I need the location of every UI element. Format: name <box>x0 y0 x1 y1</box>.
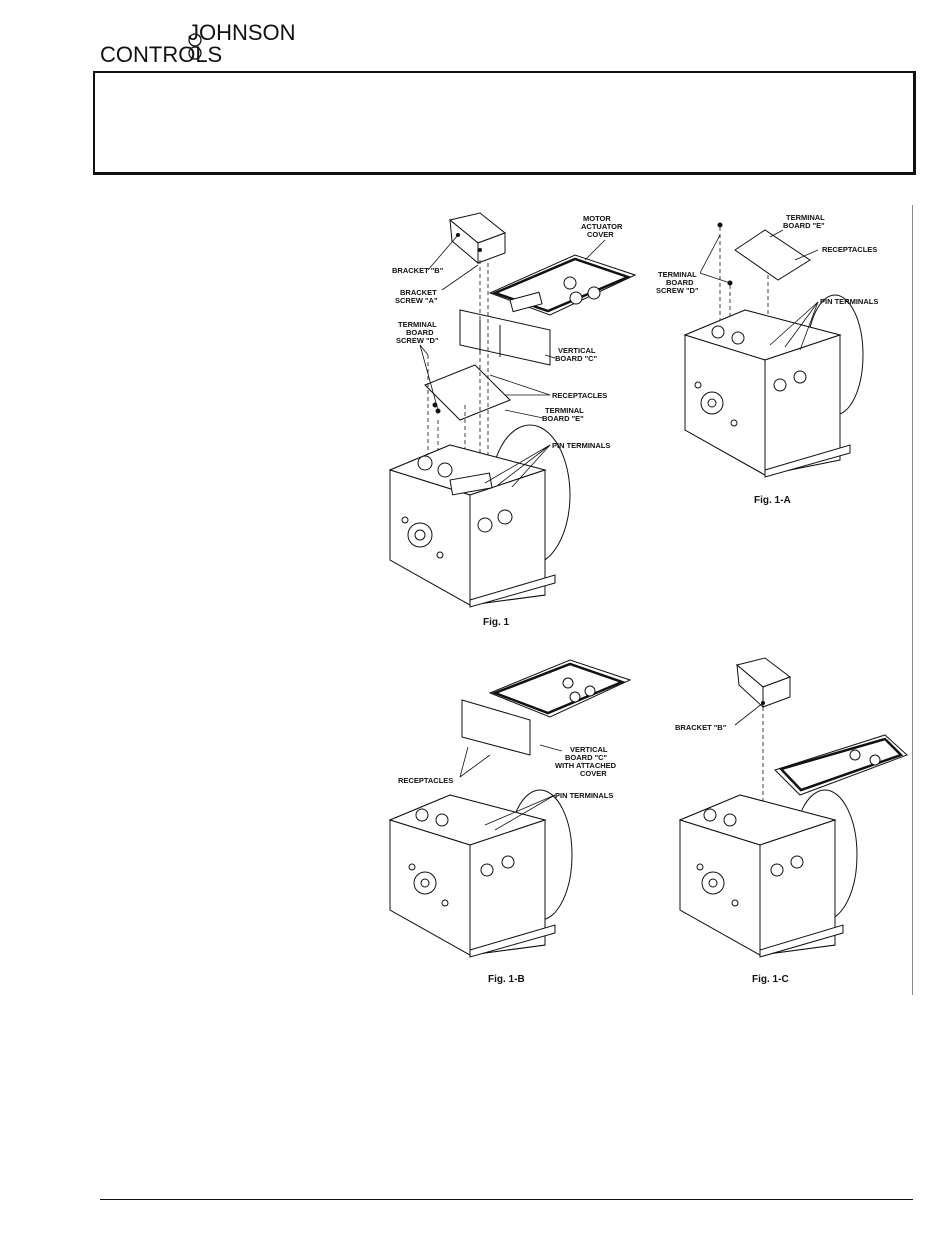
label-tb-screw-d-1: TERMINAL <box>398 320 437 329</box>
figure-1a: TERMINAL BOARD "E" RECEPTACLES TERMINAL … <box>650 205 910 490</box>
figure-1: BRACKET "B" BRACKET SCREW "A" MOTOR ACTU… <box>380 205 660 615</box>
figure-1a-drawing: TERMINAL BOARD "E" RECEPTACLES TERMINAL … <box>656 213 878 478</box>
label-1a-pin-terminals: PIN TERMINALS <box>820 297 878 306</box>
label-bracket-screw-a-1: BRACKET <box>400 288 437 297</box>
label-terminal-e-2: BOARD "E" <box>542 414 584 423</box>
caption-fig-1a: Fig. 1-A <box>754 495 791 506</box>
label-1b-vertical-c-4: COVER <box>580 769 607 778</box>
label-motor-cover-1: MOTOR <box>583 214 611 223</box>
figure-1c-drawing: BRACKET "B" <box>675 657 908 958</box>
label-terminal-e-1: TERMINAL <box>545 406 584 415</box>
label-motor-cover-2: ACTUATOR <box>581 222 623 231</box>
figure-1c: BRACKET "B" <box>665 655 910 970</box>
caption-fig-1b: Fig. 1-B <box>488 974 525 985</box>
label-1b-vertical-c-3: WITH ATTACHED <box>555 761 617 770</box>
caption-fig-1c: Fig. 1-C <box>752 974 789 985</box>
label-1b-pin-terminals: PIN TERMINALS <box>555 791 613 800</box>
figure-1b: VERTICAL BOARD "C" WITH ATTACHED COVER R… <box>388 655 650 970</box>
label-1b-vertical-c-2: BOARD "C" <box>565 753 608 762</box>
label-receptacles: RECEPTACLES <box>552 391 607 400</box>
label-1a-tb-screw-d-3: SCREW "D" <box>656 286 699 295</box>
label-1c-bracket-b: BRACKET "B" <box>675 723 727 732</box>
title-box <box>93 71 916 175</box>
label-1b-vertical-c-1: VERTICAL <box>570 745 608 754</box>
johnson-controls-logo: JOHNSON CONTROLS <box>100 20 300 70</box>
label-tb-screw-d-3: SCREW "D" <box>396 336 439 345</box>
label-tb-screw-d-2: BOARD <box>406 328 434 337</box>
footer-rule <box>100 1199 913 1200</box>
label-bracket-b: BRACKET "B" <box>392 266 444 275</box>
label-1a-receptacles: RECEPTACLES <box>822 245 877 254</box>
label-bracket-screw-a-2: SCREW "A" <box>395 296 438 305</box>
figure-1b-drawing: VERTICAL BOARD "C" WITH ATTACHED COVER R… <box>388 659 632 958</box>
label-1a-tb-screw-d-1: TERMINAL <box>658 270 697 279</box>
label-vertical-c-2: BOARD "C" <box>555 354 598 363</box>
label-1a-tb-screw-d-2: BOARD <box>666 278 694 287</box>
logo-line-2: CONTROLS <box>100 42 223 67</box>
label-1a-terminal-e-1: TERMINAL <box>786 213 825 222</box>
logo-mark-icon <box>188 33 202 60</box>
label-vertical-c-1: VERTICAL <box>558 346 596 355</box>
label-motor-cover-3: COVER <box>587 230 614 239</box>
label-1b-receptacles: RECEPTACLES <box>398 776 453 785</box>
label-pin-terminals: PIN TERMINALS <box>552 441 610 450</box>
margin-rule <box>912 205 913 995</box>
figure-1-drawing: BRACKET "B" BRACKET SCREW "A" MOTOR ACTU… <box>388 212 637 608</box>
caption-fig-1: Fig. 1 <box>483 617 510 628</box>
logo-line-1: JOHNSON <box>188 20 296 45</box>
label-1a-terminal-e-2: BOARD "E" <box>783 221 825 230</box>
